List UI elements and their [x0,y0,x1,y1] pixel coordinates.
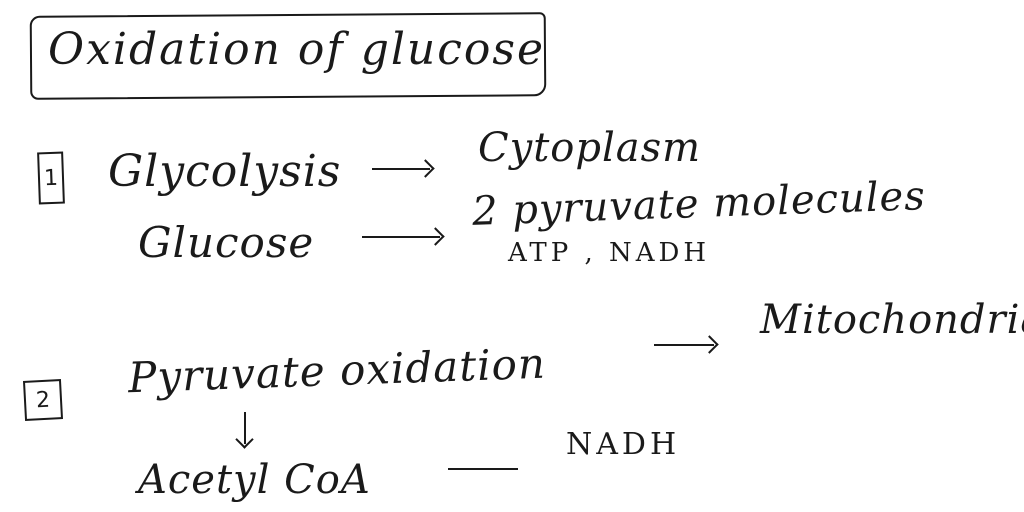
step-1-location-arrow [372,168,430,170]
step-1-number: 1 [37,151,65,205]
step-2-down-arrow [244,412,246,444]
step-1-byproducts: ATP , NADH [508,238,711,268]
step-1-product-arrow [362,236,440,238]
step-2-byproduct-line [448,468,518,470]
step-2-byproduct: NADH [566,427,681,462]
step-1-reactant: Glucose [138,218,315,267]
step-1-product: 2 pyruvate molecules [471,173,927,235]
page-title: Oxidation of glucose [48,24,546,75]
step-2-location: Mitochondria [760,297,1024,343]
step-2-product: Acetyl CoA [138,457,371,503]
step-2-number: 2 [22,379,64,421]
step-2-location-arrow [654,344,714,346]
step-1-name: Glycolysis [108,146,342,197]
step-1-location: Cytoplasm [478,125,702,171]
step-2-name: Pyruvate oxidation [127,338,547,403]
